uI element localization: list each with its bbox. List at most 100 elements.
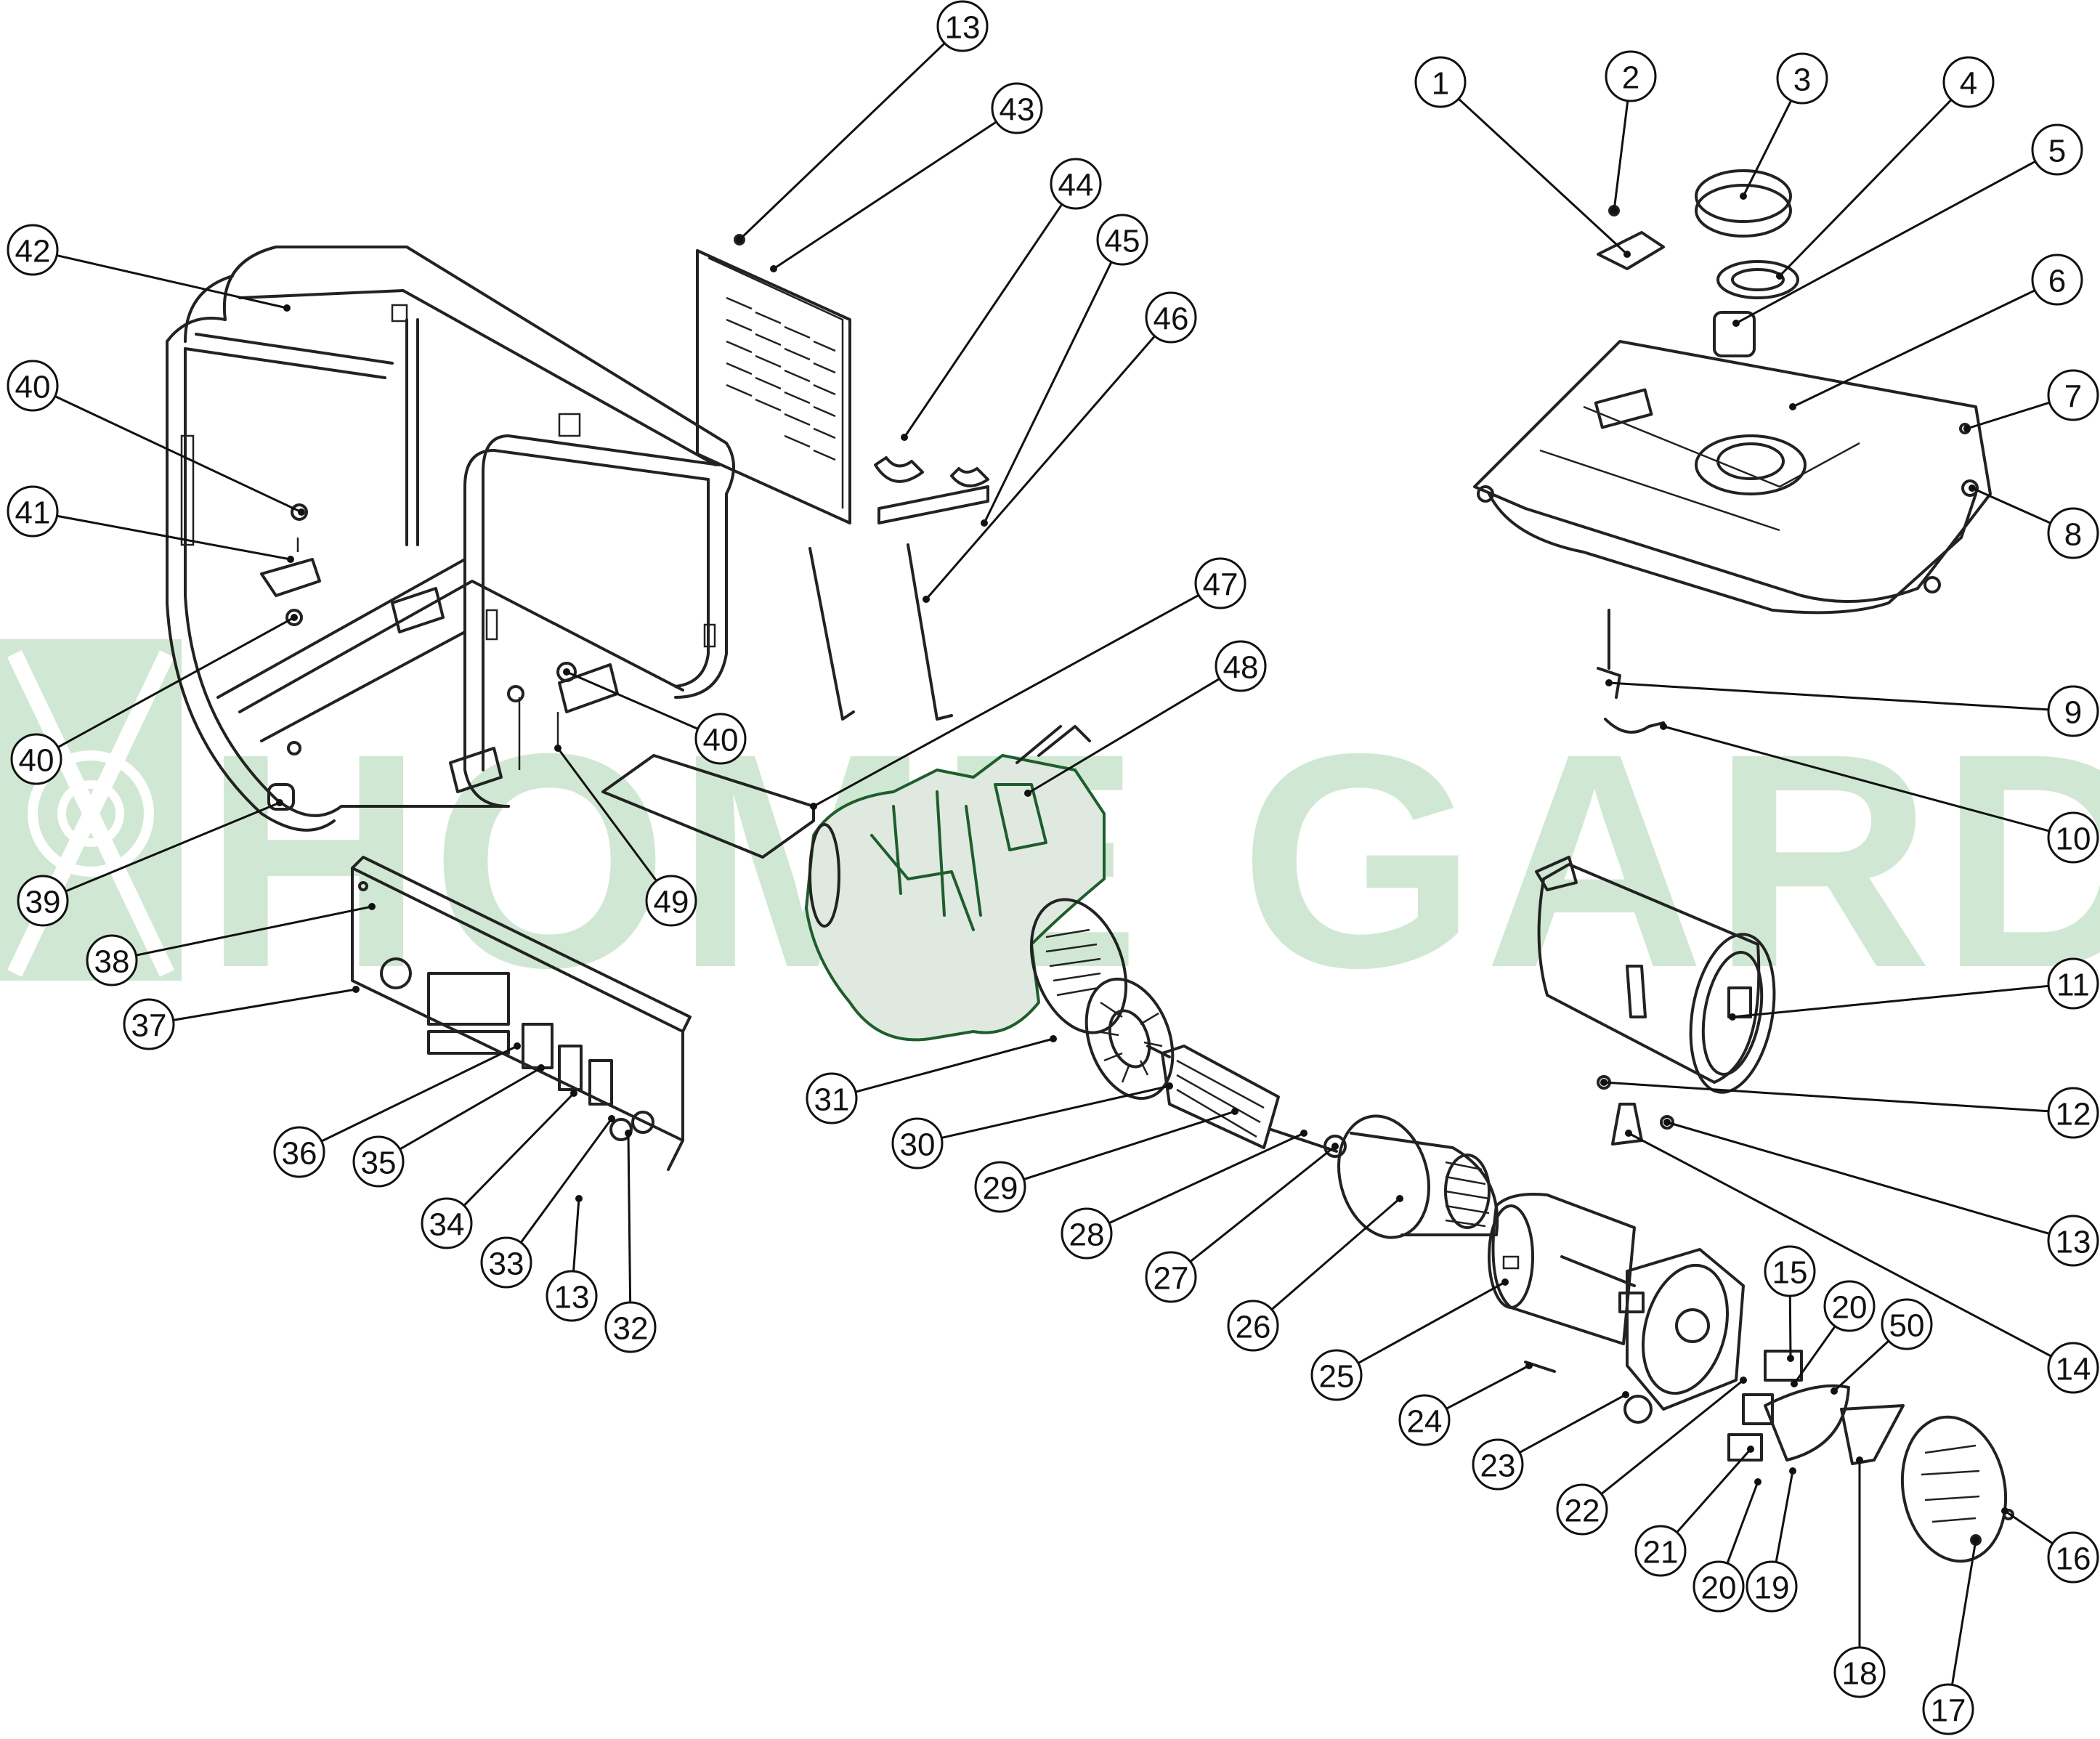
leader-dot (1501, 1278, 1509, 1286)
callout-circle (2031, 254, 2083, 306)
callout-48: 48 (1024, 640, 1267, 797)
callout-36: 36 (273, 1042, 521, 1178)
callout-8: 8 (1969, 485, 2099, 559)
leader-dot (1525, 1362, 1533, 1369)
callout-number: 18 (1842, 1656, 1878, 1692)
callout-22: 22 (1556, 1377, 1747, 1536)
callout-4: 4 (1776, 56, 1995, 280)
leader-line (1735, 160, 2036, 325)
callout-number: 6 (2048, 264, 2066, 299)
callout-circle (2047, 507, 2099, 559)
leader-line (463, 1092, 575, 1207)
callout-circle (1472, 1438, 1524, 1491)
callout-6: 6 (1789, 254, 2083, 410)
leader-line (1628, 1132, 2052, 1358)
callout-9: 9 (1605, 679, 2099, 737)
callout-25: 25 (1310, 1278, 1509, 1401)
leader-line (813, 594, 1199, 808)
leader-line (519, 1118, 613, 1244)
callout-number: 40 (703, 723, 739, 758)
callout-circle (2047, 685, 2099, 737)
callout-circle (1061, 1207, 1113, 1260)
leader-dot (514, 1042, 521, 1050)
brush-avr-group (1727, 1350, 2014, 1563)
callout-number: 27 (1154, 1261, 1189, 1297)
callout-46: 46 (923, 291, 1197, 603)
callout-37: 37 (123, 986, 360, 1050)
leader-line (65, 801, 280, 893)
callout-circle (1764, 1245, 1816, 1297)
callout-circle (2047, 1087, 2099, 1139)
callout-circle (936, 0, 989, 52)
callout-number: 21 (1643, 1535, 1679, 1570)
callout-number: 36 (282, 1136, 317, 1172)
leader-line (1519, 1393, 1626, 1454)
callout-number: 13 (945, 10, 981, 46)
fuel-tank-assembly (1473, 169, 1992, 734)
callout-number: 30 (900, 1127, 936, 1163)
leader-line (135, 905, 373, 957)
callout-13: 13 (736, 0, 989, 243)
callout-circle (694, 713, 747, 765)
callout-number: 46 (1154, 301, 1189, 337)
callout-number: 19 (1754, 1570, 1790, 1606)
leader-line (1666, 1121, 2050, 1235)
callout-39: 39 (17, 799, 283, 927)
leader-dot (1776, 272, 1783, 280)
callout-number: 47 (1203, 567, 1238, 603)
callout-circle (480, 1236, 532, 1289)
leader-dot (1024, 790, 1031, 797)
leader-line (1792, 289, 2036, 408)
leader-line (572, 1198, 580, 1272)
leader-line (1788, 1295, 1792, 1359)
callout-24: 24 (1398, 1362, 1533, 1446)
leader-dot (538, 1064, 545, 1071)
leader-line (1270, 1197, 1400, 1310)
callout-circle (1692, 1560, 1745, 1613)
leader-dot (1605, 679, 1613, 686)
callout-circle (421, 1197, 473, 1249)
callout-35: 35 (352, 1064, 545, 1188)
side-panel (696, 234, 851, 524)
leader-dot (981, 519, 988, 527)
callout-5: 5 (1732, 123, 2083, 327)
callout-circle (1746, 1560, 1798, 1613)
leader-dot (1660, 723, 1667, 730)
callout-7: 7 (1963, 369, 2099, 432)
housing (1488, 1193, 1636, 1345)
leader-line (773, 121, 997, 270)
callout-15: 15 (1764, 1245, 1816, 1362)
callout-40: 40 (7, 360, 305, 516)
callout-number: 20 (1701, 1570, 1737, 1606)
leader-dot (625, 1130, 632, 1137)
callout-20: 20 (1692, 1478, 1762, 1613)
leader-dot (575, 1195, 583, 1202)
callout-number: 1 (1432, 66, 1449, 102)
callout-circle (2047, 957, 2099, 1010)
callout-number: 7 (2064, 379, 2082, 415)
callout-circle (806, 1072, 858, 1124)
watermark-logo-icon (0, 639, 182, 981)
callout-number: 16 (2056, 1541, 2091, 1577)
callout-circle (352, 1135, 405, 1188)
callout-28: 28 (1061, 1130, 1308, 1260)
leader-line (1775, 1470, 1794, 1562)
leader-line (903, 203, 1063, 438)
callout-42: 42 (7, 224, 291, 312)
callout-circle (1922, 1683, 1974, 1735)
leader-line (1663, 725, 2050, 832)
callout-number: 29 (983, 1171, 1018, 1207)
callout-number: 26 (1236, 1310, 1271, 1345)
callout-19: 19 (1746, 1467, 1798, 1613)
leader-line (173, 988, 357, 1021)
callout-number: 31 (814, 1082, 850, 1118)
callout-circle (1776, 52, 1828, 105)
callout-number: 23 (1480, 1448, 1516, 1484)
callout-circle (1310, 1349, 1363, 1401)
callout-circle (2047, 1342, 2099, 1394)
callout-circle (10, 733, 62, 785)
leader-line (1732, 984, 2049, 1018)
leader-dot (1300, 1130, 1308, 1137)
callout-number: 15 (1772, 1255, 1808, 1291)
